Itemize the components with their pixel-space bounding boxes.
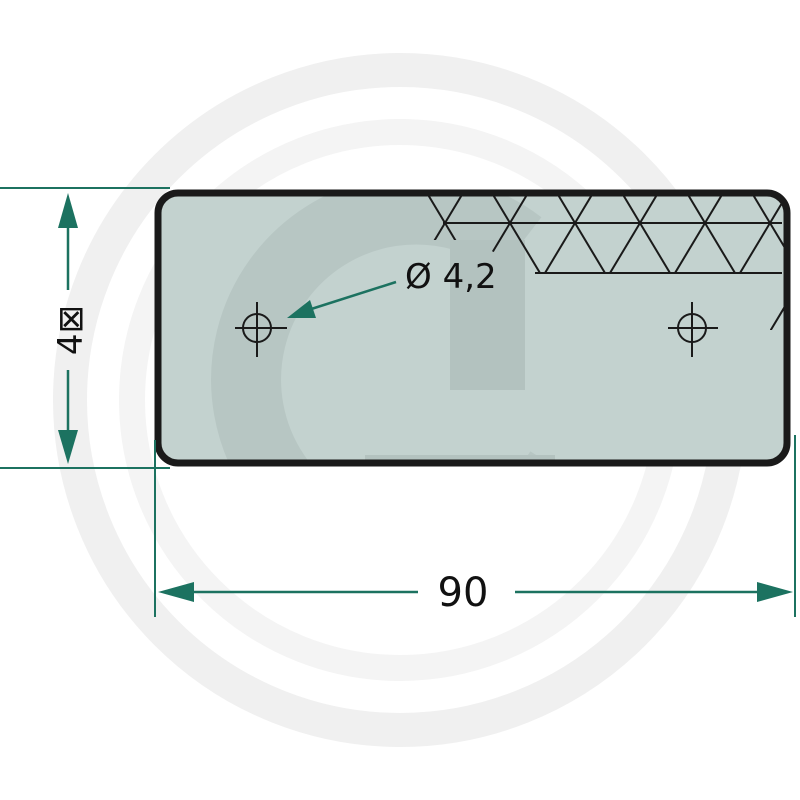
pattern-line [420, 193, 470, 330]
plate-outline [154, 189, 791, 467]
width-dimension-line [154, 435, 796, 617]
pattern-line [756, 193, 787, 330]
pattern-line [745, 193, 787, 330]
height-dimension-label: 4⊠ [51, 305, 91, 355]
mounting-hole-left [235, 302, 287, 357]
watermark-g-overlay [211, 193, 590, 463]
hole-leader-arrow [287, 280, 397, 318]
mounting-hole-right [668, 302, 718, 357]
hole-diameter-label: Ø 4,2 [405, 257, 497, 297]
height-dimension-line [0, 187, 170, 469]
width-dimension-label: 90 [438, 570, 489, 616]
